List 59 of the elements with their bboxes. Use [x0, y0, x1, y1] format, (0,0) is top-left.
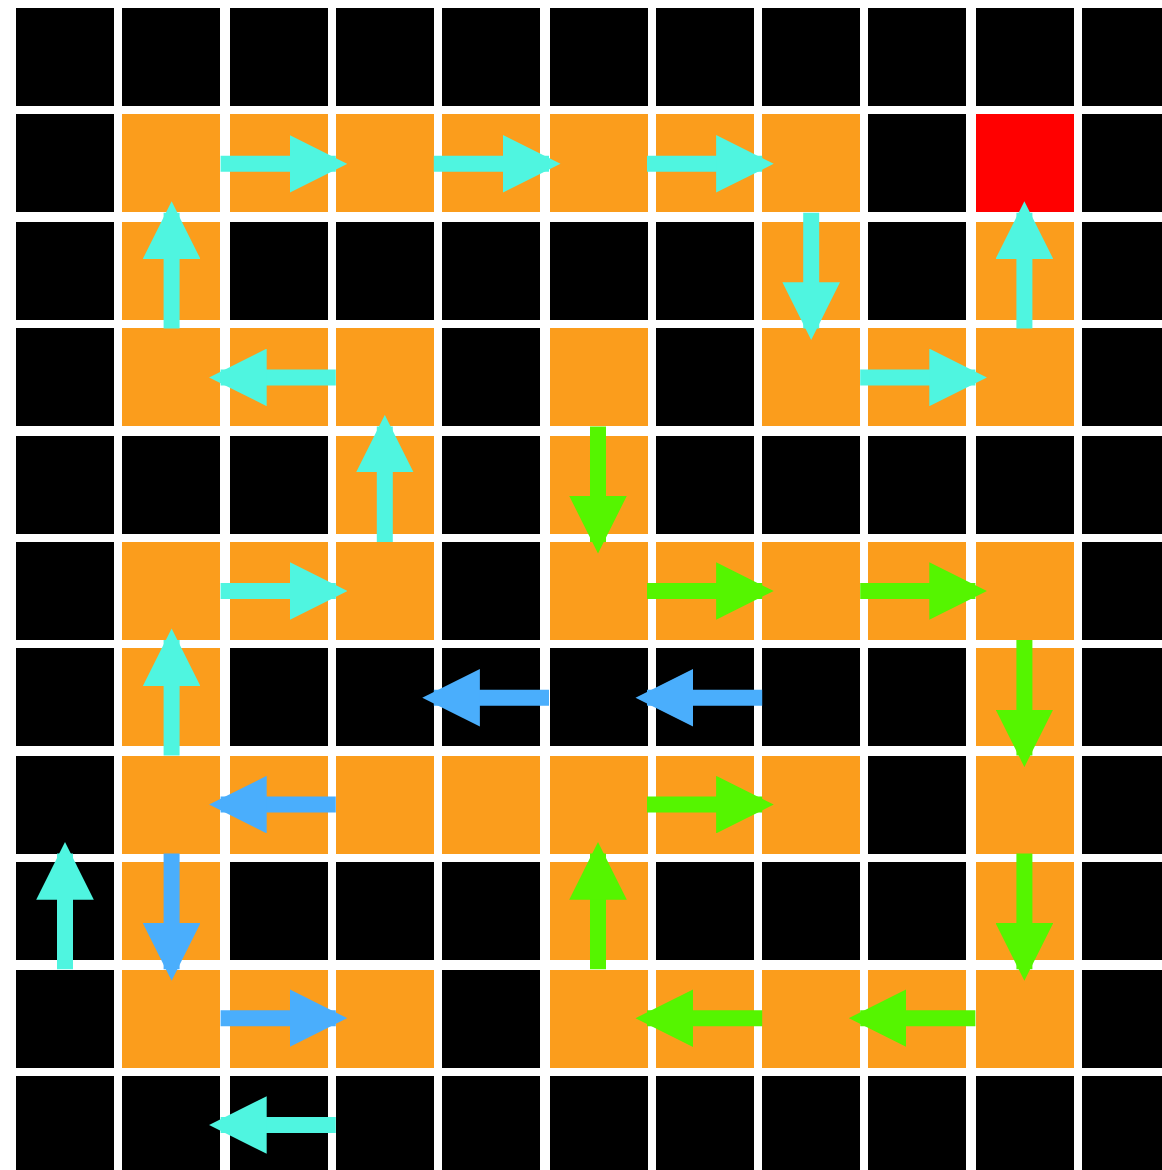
grid-square [122, 1076, 221, 1170]
arrow [860, 562, 987, 620]
grid-square [975, 969, 1074, 1068]
grid-square [122, 114, 221, 213]
arrow [356, 414, 414, 542]
arrow [220, 135, 348, 193]
grid-square [335, 114, 434, 213]
grid-square [335, 542, 434, 640]
grid-square [762, 648, 861, 747]
grid-square [549, 648, 647, 747]
arrow [209, 1096, 336, 1154]
arrow [142, 201, 201, 329]
grid-square [16, 755, 114, 854]
grid-square [975, 542, 1074, 640]
arrow [142, 628, 201, 756]
arrow [995, 853, 1054, 981]
arrow [635, 669, 763, 727]
grid-square [975, 328, 1074, 427]
grid-square [762, 542, 861, 640]
arrow [995, 201, 1054, 329]
arrow [995, 640, 1054, 768]
arrow [647, 562, 774, 620]
grid-square [335, 969, 434, 1068]
arrow [422, 669, 549, 727]
arrow [782, 212, 840, 340]
grid-square [549, 969, 647, 1068]
grid-square [16, 969, 114, 1068]
arrow [860, 348, 987, 407]
arrow [220, 989, 348, 1047]
arrow [220, 562, 348, 620]
grid-square [549, 328, 647, 427]
grid-square [549, 114, 647, 213]
grid-square [549, 755, 647, 854]
grid-square [335, 328, 434, 427]
grid-square [122, 969, 221, 1068]
arrow [569, 842, 627, 970]
grid-square [335, 755, 434, 854]
grid-square [762, 328, 861, 427]
grid-square [549, 542, 647, 640]
arrow [635, 989, 763, 1047]
arrow [209, 775, 336, 834]
grid-square [975, 114, 1074, 213]
grid-square [122, 542, 221, 640]
arrow [647, 135, 774, 193]
grid-square [335, 1076, 434, 1170]
arrow [848, 989, 976, 1047]
grid-square [122, 755, 221, 854]
grid-square [762, 114, 861, 213]
arrow [569, 426, 627, 554]
arrow [142, 853, 201, 981]
arrow [433, 135, 561, 193]
grid-square [762, 755, 861, 854]
arrow [209, 348, 336, 407]
grid-square [122, 328, 221, 427]
grid-square [762, 969, 861, 1068]
arrow [36, 842, 94, 970]
grid-square [975, 755, 1074, 854]
arrow [647, 775, 774, 834]
grid-square [335, 648, 434, 747]
